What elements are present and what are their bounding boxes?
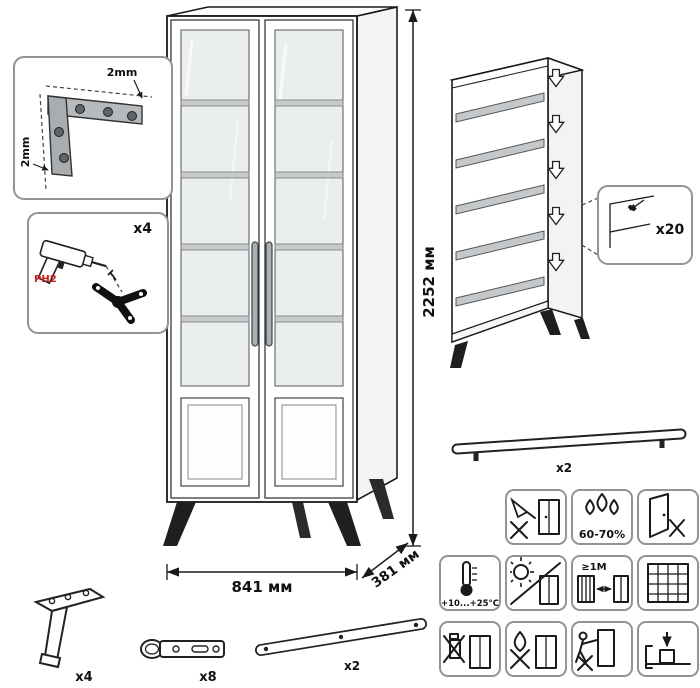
shelf-view-leg bbox=[450, 341, 468, 368]
depth-dimension: 381 мм bbox=[361, 542, 423, 591]
no-aggressive-cleaners-icon bbox=[439, 621, 501, 677]
drill-quantity-label: x4 bbox=[133, 221, 152, 237]
cabinet-front-right-leg bbox=[328, 502, 361, 546]
pin-quantity-label: x20 bbox=[656, 222, 685, 238]
screw-icon bbox=[107, 269, 117, 281]
distance-label: ≥1M bbox=[581, 562, 606, 573]
strap-quantity-label: x2 bbox=[344, 659, 360, 673]
corner-gap-side-label: 2mm bbox=[19, 137, 32, 168]
leg-bracket-icon bbox=[92, 283, 147, 324]
apply-pressure-icon bbox=[637, 621, 699, 677]
insertable-shelves bbox=[455, 92, 545, 307]
left-door-shelves bbox=[180, 99, 250, 323]
cabinet-left-door bbox=[170, 19, 260, 499]
leg-part: x4 bbox=[33, 587, 106, 685]
avoid-sunlight-icon bbox=[505, 555, 567, 611]
corner-bracket-detail: 2mm 2mm bbox=[13, 56, 173, 200]
strap-part: x2 bbox=[255, 618, 427, 673]
cabinet-front-view bbox=[163, 6, 398, 546]
cabinet-right-door bbox=[264, 19, 354, 499]
ventilation-grid-icon bbox=[637, 555, 699, 611]
leg-quantity-label: x4 bbox=[75, 670, 92, 685]
hinge-quantity-label: x8 bbox=[199, 670, 216, 685]
right-door-handle bbox=[265, 241, 273, 347]
hinge-part: x8 bbox=[140, 639, 225, 685]
insertion-arrows bbox=[547, 68, 565, 272]
handle-quantity-label: x2 bbox=[556, 461, 572, 475]
height-dimension-label: 2252 мм bbox=[420, 246, 438, 318]
pin-callout: x20 bbox=[597, 185, 693, 265]
left-door-glass bbox=[180, 29, 250, 387]
width-dimension-label: 841 мм bbox=[231, 578, 292, 596]
temperature-icon: +10...+25°C bbox=[439, 555, 501, 611]
right-door-glass bbox=[274, 29, 344, 387]
right-door-shelves bbox=[274, 99, 344, 323]
no-wet-cleaning-icon bbox=[505, 621, 567, 677]
no-door-leaning-icon bbox=[637, 489, 699, 545]
cabinet-front-left-leg bbox=[163, 502, 196, 546]
no-sharp-objects-icon bbox=[505, 489, 567, 545]
no-pushing-icon bbox=[571, 621, 633, 677]
drill-detail: x4 PH2 bbox=[27, 212, 169, 334]
bracket-screws bbox=[54, 104, 137, 163]
heat-distance-icon: ≥1M bbox=[571, 555, 633, 611]
left-door-handle bbox=[251, 241, 259, 347]
humidity-label: 60-70% bbox=[579, 528, 625, 541]
shelf-view-leg bbox=[574, 318, 590, 339]
cabinet-rear-leg bbox=[292, 502, 311, 538]
temperature-label: +10...+25°C bbox=[441, 599, 499, 609]
bit-label: PH2 bbox=[34, 274, 57, 285]
width-dimension: 841 мм bbox=[166, 564, 358, 596]
shelf-assembly-view: x20 bbox=[449, 56, 693, 368]
humidity-icon: 60-70% bbox=[571, 489, 633, 545]
cabinet-rear-right-leg bbox=[369, 479, 394, 519]
handle-part: x2 bbox=[451, 428, 687, 475]
height-dimension: 2252 мм bbox=[405, 9, 438, 547]
shelf-view-leg bbox=[540, 309, 561, 335]
drill-icon bbox=[37, 239, 107, 285]
corner-gap-top-label: 2mm bbox=[107, 66, 138, 79]
